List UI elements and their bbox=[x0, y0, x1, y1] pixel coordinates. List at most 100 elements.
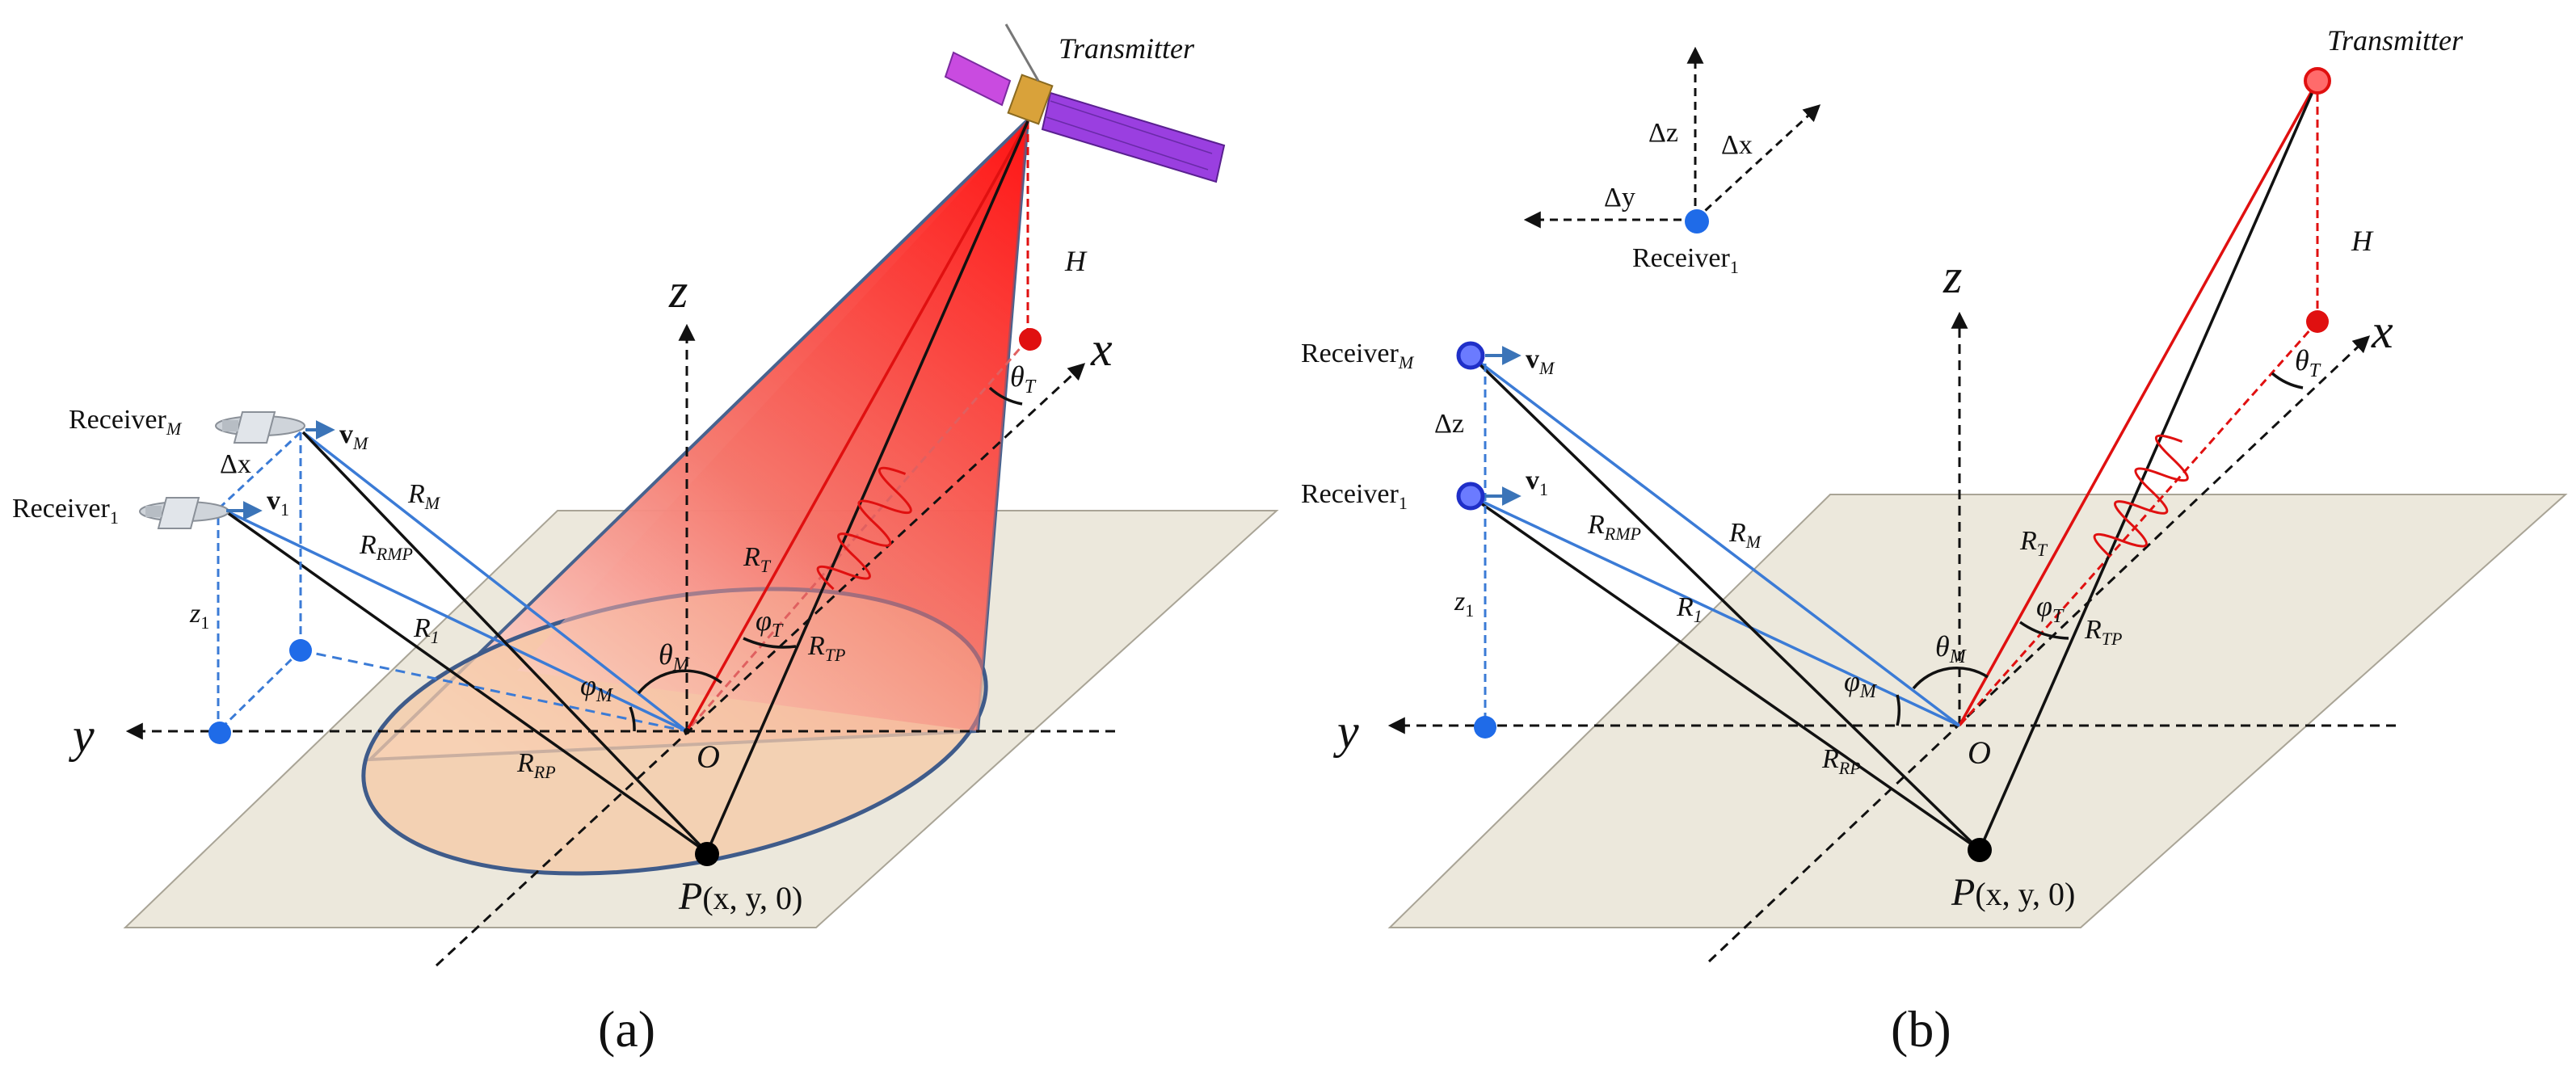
theta-M-label-a: θM bbox=[659, 638, 691, 675]
receiver-ground-link-a bbox=[217, 649, 302, 733]
R-T-label-a: RT bbox=[743, 542, 772, 576]
point-P-label-a: P(x, y, 0) bbox=[678, 875, 802, 918]
inset-dy-label: Δy bbox=[1604, 183, 1635, 212]
point-P-label-b: P(x, y, 0) bbox=[1951, 871, 2075, 914]
phi-T-label-b: φT bbox=[2036, 590, 2065, 627]
phi-M-arc-a bbox=[629, 706, 636, 732]
axis-y-label-a: y bbox=[68, 709, 95, 762]
origin-dot-a bbox=[684, 728, 690, 734]
transmitter-ground-dot-a bbox=[1019, 328, 1042, 351]
theta-T-label-b: θT bbox=[2295, 344, 2321, 381]
axis-y-label-b: y bbox=[1332, 705, 1359, 758]
transmitter-projection-a bbox=[685, 339, 1029, 732]
receiver-M-ground-dot-a bbox=[289, 639, 312, 662]
v-1-label-a: v1 bbox=[267, 486, 289, 520]
line-R-RMP-b bbox=[1469, 354, 1981, 852]
theta-T-label-a: θT bbox=[1010, 360, 1037, 398]
drone-receiver-1-icon bbox=[139, 497, 229, 529]
R-1-label-a: R1 bbox=[413, 613, 440, 647]
delta-z-label-b: Δz bbox=[1434, 409, 1464, 439]
line-R-TP-a bbox=[705, 120, 1029, 853]
inset-dz-label: Δz bbox=[1648, 118, 1678, 148]
R-TP-label-a: RTP bbox=[807, 631, 845, 665]
receiver-1-dot-b bbox=[1456, 482, 1485, 511]
satellite-icon bbox=[944, 23, 1226, 183]
receiver-1-label-b: Receiver1 bbox=[1301, 479, 1408, 513]
R-M-label-a: RM bbox=[407, 479, 441, 513]
panel-b-caption: (b) bbox=[1891, 1000, 1951, 1058]
H-label-a: H bbox=[1064, 245, 1088, 277]
R-RMP-label-a: RRMP bbox=[359, 530, 413, 564]
line-R-M-a bbox=[301, 431, 688, 733]
inset-dx-label: Δx bbox=[1721, 130, 1753, 160]
phi-M-label-b: φM bbox=[1844, 665, 1878, 702]
receiver-M-ground-ray-a bbox=[300, 649, 688, 733]
panel-a-caption: (a) bbox=[598, 1000, 655, 1058]
receiver-link-a bbox=[217, 431, 302, 511]
R-1-label-b: R1 bbox=[1676, 592, 1703, 626]
phi-T-arc-a bbox=[743, 637, 797, 649]
origin-label-b: O bbox=[1968, 734, 1991, 771]
x-axis-b bbox=[1707, 335, 2371, 963]
wave-b bbox=[2093, 434, 2189, 558]
displacement-inset bbox=[1523, 46, 1821, 234]
point-P-dot-b bbox=[1968, 838, 1992, 862]
axis-x-label-b: x bbox=[2371, 305, 2393, 358]
theta-T-arc-a bbox=[988, 386, 1023, 406]
receiver-M-dot-b bbox=[1456, 341, 1485, 370]
panel-b: Transmitter H x y z O θT θM φT φM RT RTP… bbox=[1301, 24, 2568, 1058]
R-TP-label-b: RTP bbox=[2084, 615, 2122, 649]
line-R-T-b bbox=[1958, 80, 2319, 726]
line-R-T-a bbox=[685, 120, 1029, 732]
phi-M-label-a: φM bbox=[580, 669, 614, 706]
beam-overlay-a bbox=[517, 120, 1028, 731]
line-R-RP-a bbox=[221, 507, 709, 854]
theta-M-arc-b bbox=[1912, 666, 1989, 690]
v-M-label-b: vM bbox=[1526, 344, 1555, 378]
theta-T-arc-b bbox=[2271, 372, 2304, 389]
receiver-1-label-a: Receiver1 bbox=[12, 494, 119, 528]
transmitter-label-b: Transmitter bbox=[2327, 24, 2464, 57]
theta-M-arc-a bbox=[637, 669, 723, 695]
wave-a bbox=[816, 466, 912, 591]
inset-receiver-label: Receiver1 bbox=[1632, 243, 1739, 277]
delta-x-label-a: Δx bbox=[220, 449, 251, 479]
receiver-M-label-a: ReceiverM bbox=[69, 405, 183, 439]
R-RP-label-a: RRP bbox=[516, 748, 556, 782]
z-1-label-a: z1 bbox=[189, 599, 209, 633]
receiver-1-ground-dot-a bbox=[208, 722, 231, 744]
R-RMP-label-b: RRMP bbox=[1587, 510, 1641, 544]
R-T-label-b: RT bbox=[2019, 526, 2048, 560]
H-label-b: H bbox=[2351, 225, 2374, 257]
panel-a: Transmitter H x y z O θT θM φT φM RT RTP… bbox=[12, 23, 1279, 1058]
R-M-label-b: RM bbox=[1728, 518, 1762, 552]
x-axis-a bbox=[435, 363, 1086, 967]
point-P-dot-a bbox=[695, 842, 719, 866]
transmitter-ground-dot-b bbox=[2306, 310, 2329, 333]
drone-receiver-M-icon bbox=[215, 411, 305, 444]
v-M-label-a: vM bbox=[339, 419, 369, 453]
transmitter-label-a: Transmitter bbox=[1059, 32, 1195, 65]
line-R-1-b bbox=[1470, 494, 1960, 727]
line-R-M-b bbox=[1469, 354, 1961, 727]
ground-plane-b bbox=[1387, 494, 2568, 928]
phi-T-arc-b bbox=[2018, 621, 2069, 640]
z-1-label-b: z1 bbox=[1454, 587, 1474, 621]
axis-x-label-a: x bbox=[1090, 322, 1113, 376]
phi-T-label-a: φT bbox=[756, 604, 784, 642]
v-1-label-b: v1 bbox=[1526, 465, 1548, 499]
line-R-RP-b bbox=[1470, 494, 1980, 852]
theta-M-label-b: θM bbox=[1935, 630, 1968, 667]
line-R-1-a bbox=[221, 507, 688, 733]
axis-z-label-a: z bbox=[668, 264, 688, 318]
axis-z-label-b: z bbox=[1943, 250, 1962, 303]
origin-label-a: O bbox=[697, 738, 720, 775]
line-R-TP-b bbox=[1978, 80, 2319, 851]
line-R-RMP-a bbox=[301, 431, 709, 854]
receiver-M-label-b: ReceiverM bbox=[1301, 339, 1415, 372]
R-RP-label-b: RRP bbox=[1821, 744, 1861, 778]
transmitter-dot-b bbox=[2304, 67, 2331, 95]
phi-M-arc-b bbox=[1896, 694, 1901, 726]
receiver-ground-dot-b bbox=[1474, 716, 1496, 738]
